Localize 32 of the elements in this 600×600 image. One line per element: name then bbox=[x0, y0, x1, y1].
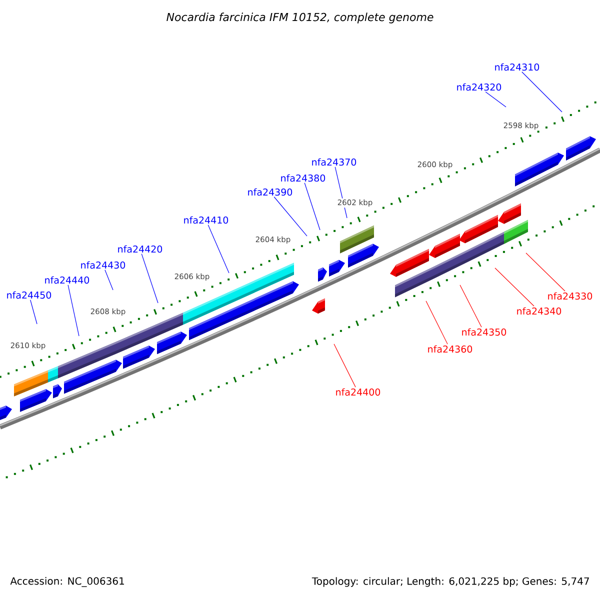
leader-line bbox=[334, 344, 356, 388]
gene-label: nfa24320 bbox=[457, 83, 502, 91]
gene-label: nfa24450 bbox=[7, 291, 52, 299]
gene-label: nfa24360 bbox=[428, 345, 472, 353]
leader-line bbox=[460, 284, 482, 328]
leader-line bbox=[104, 270, 114, 290]
gene-label: nfa24440 bbox=[45, 276, 90, 284]
footer-text: Accession: NC_006361 bbox=[10, 577, 124, 587]
leader-line bbox=[494, 268, 534, 306]
gene-label: nfa24430 bbox=[81, 261, 126, 269]
leader-line bbox=[522, 72, 562, 112]
leader-line bbox=[304, 182, 320, 230]
gene-label: nfa24380 bbox=[281, 174, 326, 182]
gene-label: nfa24390 bbox=[248, 188, 292, 196]
gene-label: nfa24340 bbox=[517, 307, 562, 315]
gene-label: nfa24400 bbox=[336, 388, 380, 396]
title: Nocardia farcinica IFM 10152, complete genome bbox=[166, 12, 434, 24]
gene-label: nfa24420 bbox=[118, 245, 162, 253]
gene-label: nfa24330 bbox=[548, 292, 592, 300]
footer-text: Topology: circular; Length: 6,021,225 bp; Genes: 5,747 bbox=[312, 577, 589, 587]
leader-line bbox=[68, 284, 80, 336]
leader-line bbox=[526, 252, 566, 292]
gene-label: nfa24350 bbox=[462, 328, 506, 336]
gene-label: nfa24370 bbox=[312, 158, 356, 166]
leader-line bbox=[141, 254, 158, 304]
leader-line bbox=[426, 300, 448, 344]
leader-line bbox=[208, 224, 230, 274]
leader-line bbox=[485, 92, 506, 108]
gene-label: nfa24310 bbox=[495, 63, 540, 71]
leader-line bbox=[274, 196, 308, 236]
gene-label: nfa24410 bbox=[184, 216, 228, 224]
leader-line bbox=[30, 300, 38, 324]
